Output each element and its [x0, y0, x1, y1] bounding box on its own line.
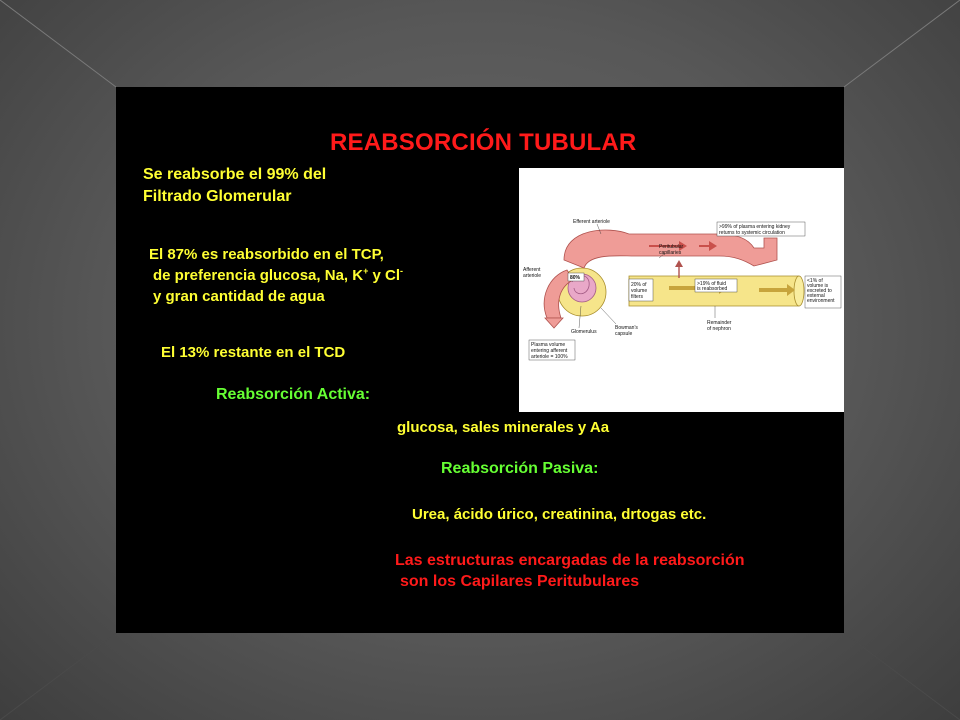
tcp-line-2: de preferencia glucosa, Na, K+ y Cl-: [149, 265, 403, 286]
tubule-end: [793, 275, 805, 307]
label-reabsorbed-1: >19% of fluid: [697, 281, 726, 287]
flow-arrow-capillary: [649, 241, 687, 251]
intro-line-2: Filtrado Glomerular: [143, 188, 292, 205]
label-filtered-2: volume: [631, 288, 647, 294]
potassium-superscript: +: [363, 266, 369, 276]
label-afferent-2: arteriole: [523, 273, 541, 279]
slide-title: REABSORCIÓN TUBULAR: [330, 129, 637, 156]
label-bowmans-2: capsule: [615, 331, 632, 337]
label-remainder-1: Remainder: [707, 320, 732, 326]
label-excreted-2: volume is: [807, 283, 829, 289]
conclusion-line-1: Las estructuras encargadas de la reabsor…: [395, 552, 745, 569]
passive-items: Urea, ácido úrico, creatinina, drtogas e…: [412, 506, 707, 523]
label-reabsorbed-2: is reabsorbed: [697, 286, 728, 292]
label-glomerulus: Glomerulus: [571, 329, 597, 335]
excreted-box: [804, 275, 842, 309]
label-bowmans-1: Bowman's: [615, 325, 638, 331]
label-excreted-3: excreted to: [807, 288, 832, 294]
label-filtered-3: filters: [631, 294, 643, 300]
leader-bowmans: [600, 307, 617, 325]
nephron-diagram-svg: Efferent arteriole Peritubular capillari…: [523, 219, 842, 361]
label-plasma-1: Plasma volume: [531, 342, 565, 348]
label-excreted-1: <1% of: [807, 278, 823, 284]
filtered-box: [628, 278, 654, 302]
afferent-inflow-arrow: [544, 317, 564, 329]
label-plasma-3: arteriole = 100%: [531, 354, 568, 360]
active-heading: Reabsorción Activa:: [216, 386, 371, 403]
flow-arrow-excretion: [759, 284, 795, 296]
chloride-superscript: -: [400, 266, 404, 276]
label-afferent-1: Afferent: [523, 267, 541, 273]
active-items: glucosa, sales minerales y Aa: [397, 419, 610, 436]
intro-text: Se reabsorbe el 99% del Filtrado Glomeru…: [143, 164, 326, 208]
label-peritubular-1: Peritubular: [659, 244, 684, 250]
label-filtered-1: 20% of: [631, 282, 647, 288]
slide: REABSORCIÓN TUBULAR Se reabsorbe el 99% …: [116, 87, 844, 633]
reabsorption-arrowhead: [675, 260, 683, 267]
label-peritubular-2: capillaries: [659, 250, 682, 256]
label-excreted-4: external: [807, 293, 825, 299]
leader-peritubular: [658, 252, 666, 259]
flow-arrow-capillary-2: [699, 241, 717, 251]
plasma-box: [528, 339, 576, 361]
reabsorbed-box: [694, 278, 738, 293]
label-plasma-2: entering afferent: [531, 348, 568, 354]
pct-80-box: [567, 272, 585, 282]
label-returns-2: returns to systemic circulation: [719, 230, 785, 236]
tcd-text: El 13% restante en el TCD: [161, 344, 346, 361]
label-80-percent: 80%: [570, 275, 581, 281]
peritubular-capillary-shape: [563, 229, 778, 269]
tcp-line-1: El 87% es reabsorbido en el TCP,: [149, 246, 384, 263]
label-remainder-2: of nephron: [707, 326, 731, 332]
tcp-line-3: y gran cantidad de agua: [153, 288, 325, 305]
label-excreted-5: environment: [807, 298, 835, 304]
conclusion-text: Las estructuras encargadas de la reabsor…: [395, 550, 744, 592]
label-efferent-arteriole: Efferent arteriole: [573, 219, 610, 225]
leader-efferent: [596, 223, 602, 235]
tcp-line-2-prefix: de preferencia glucosa, Na, K: [153, 267, 364, 284]
passive-heading: Reabsorción Pasiva:: [441, 460, 599, 477]
tcp-text: El 87% es reabsorbido en el TCP, de pref…: [149, 244, 403, 307]
tcp-line-2-mid: y Cl: [368, 267, 401, 284]
label-returns-1: >99% of plasma entering kidney: [719, 224, 791, 230]
nephron-diagram: Efferent arteriole Peritubular capillari…: [519, 168, 844, 412]
returns-box: [716, 221, 806, 237]
intro-line-1: Se reabsorbe el 99% del: [143, 166, 327, 183]
leader-glomerulus: [578, 305, 582, 329]
conclusion-line-2: son los Capilares Peritubulares: [400, 573, 640, 590]
